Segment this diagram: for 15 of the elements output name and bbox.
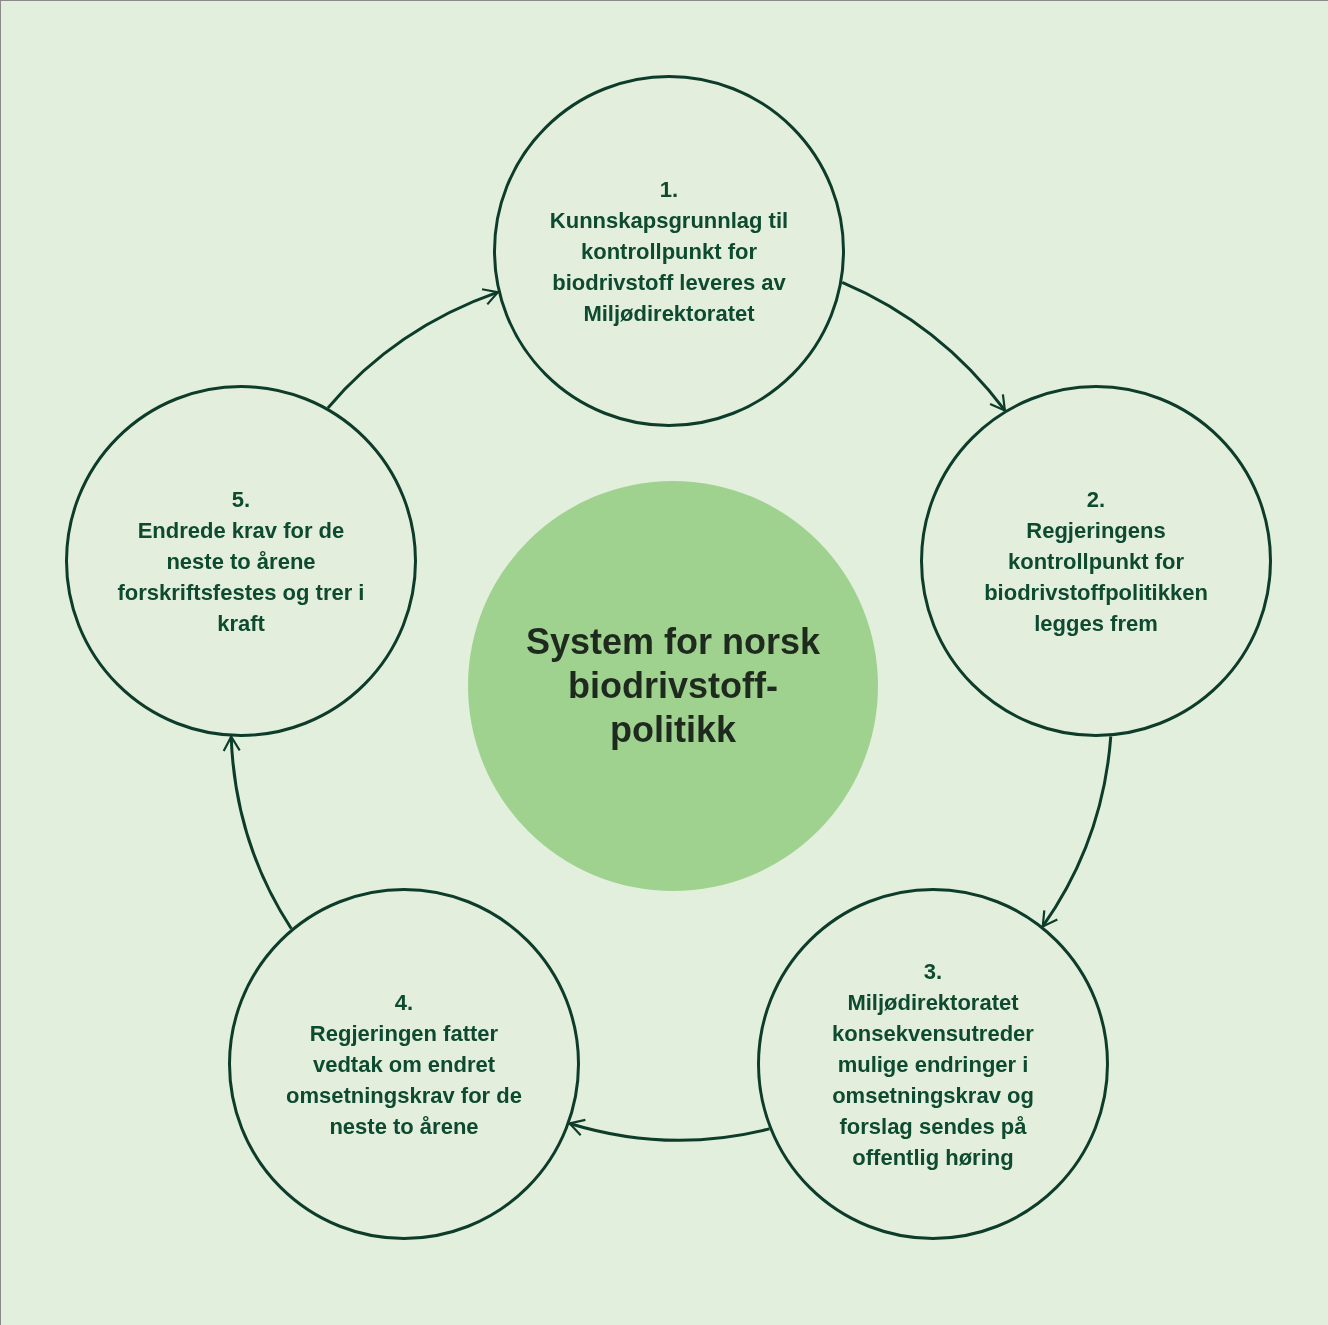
curved-arrow [222, 735, 293, 930]
step-text: Endrede krav for de neste to årene forskriftsfestes og trer i kraft [116, 516, 366, 638]
curved-arrow [568, 1118, 770, 1142]
step-text: Regjeringens kontrollpunkt for biodrivstoffpolitikken legges frem [983, 516, 1209, 638]
center-title: System for norsk biodrivstoff-politikk [524, 620, 822, 752]
step-text: Regjeringen fatter vedtak om endret omsetningskrav for de neste to årene [285, 1019, 523, 1141]
step-number: 4. [394, 988, 414, 1017]
curved-arrow [326, 288, 499, 409]
step-text: Miljødirektoratet konsekvensutreder mulige endringer i omsetningskrav og forslag sendes på offentlig høring [831, 988, 1035, 1172]
step-text: Kunnskapsgrunnlag til kontrollpunkt for biodrivstoff leveres av Miljødirektoratet [548, 206, 790, 328]
step-number: 3. [923, 957, 943, 986]
step-number: 2. [1086, 485, 1106, 514]
step-number: 5. [231, 485, 251, 514]
curved-arrow [1041, 736, 1113, 928]
step-number: 1. [659, 175, 679, 204]
